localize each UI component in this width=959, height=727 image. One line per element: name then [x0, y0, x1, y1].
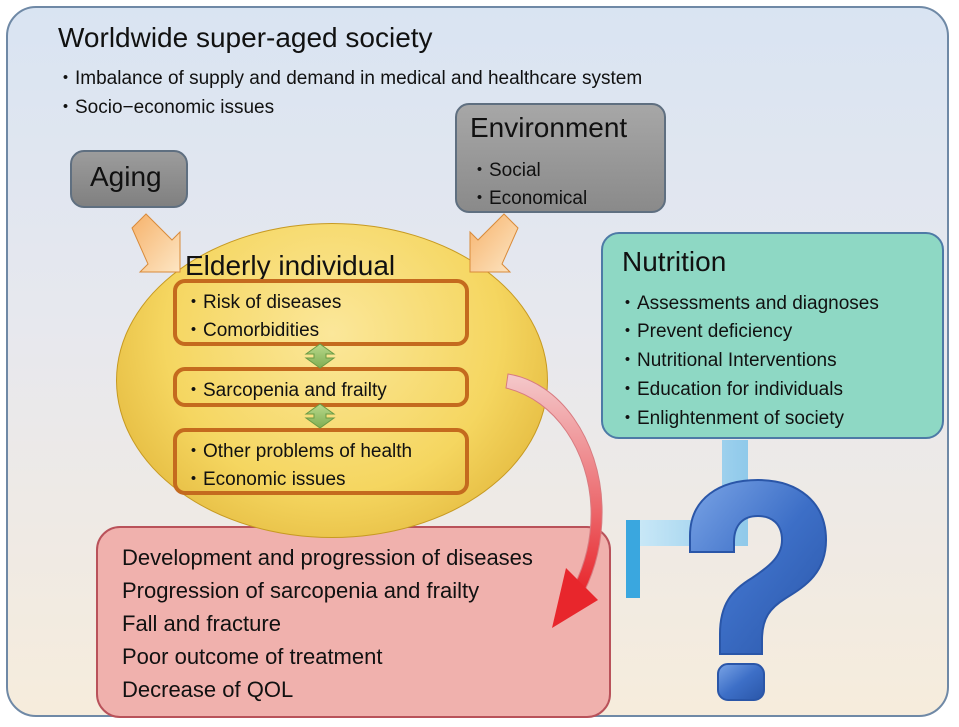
sarcopenia-item: ・Sarcopenia and frailty: [184, 380, 387, 401]
question-mark-icon: [689, 478, 828, 701]
outcome-item: Development and progression of diseases: [122, 545, 533, 570]
other-problems-item: ・Other problems of health: [184, 441, 413, 462]
outcome-item: Decrease of QOL: [122, 677, 294, 702]
other-problems-item: ・Economic issues: [184, 469, 346, 490]
outcome-box: [96, 526, 611, 718]
curved-red-arrow: [505, 373, 603, 628]
environment-item: ・Economical: [470, 188, 588, 209]
nutrition-title: Nutrition: [622, 246, 727, 277]
outcome-item: Poor outcome of treatment: [122, 644, 383, 669]
header-item: ・Socio−economic issues: [56, 97, 275, 118]
double-arrow-upper: [304, 343, 336, 369]
outcome-item: Fall and fracture: [122, 611, 281, 636]
aging-arrow: [131, 213, 181, 273]
nutrition-item: ・Prevent deficiency: [618, 321, 793, 342]
inhibition-bar: [626, 520, 640, 598]
nutrition-box: [601, 232, 944, 439]
aging-label: Aging: [90, 161, 162, 192]
double-arrow-lower: [304, 403, 336, 429]
risk-group-box: [173, 279, 469, 346]
nutrition-item: ・Education for individuals: [618, 379, 843, 400]
main-title: Worldwide super-aged society: [58, 22, 433, 53]
environment-item: ・Social: [470, 160, 541, 181]
nutrition-item: ・Enlightenment of society: [618, 408, 845, 429]
outcome-item: Progression of sarcopenia and frailty: [122, 578, 480, 603]
header-item: ・Imbalance of supply and demand in medic…: [56, 68, 643, 89]
risk-item: ・Comorbidities: [184, 320, 320, 341]
other-problems-box: [173, 428, 469, 495]
elderly-title: Elderly individual: [185, 250, 396, 281]
environment-title: Environment: [470, 112, 628, 143]
environment-arrow: [469, 213, 519, 273]
nutrition-item: ・Assessments and diagnoses: [618, 293, 879, 314]
risk-item: ・Risk of diseases: [184, 292, 342, 313]
elderly-ellipse: [116, 223, 548, 538]
nutrition-item: ・Nutritional Interventions: [618, 350, 837, 371]
aging-box: [70, 150, 188, 208]
environment-box: [455, 103, 666, 213]
